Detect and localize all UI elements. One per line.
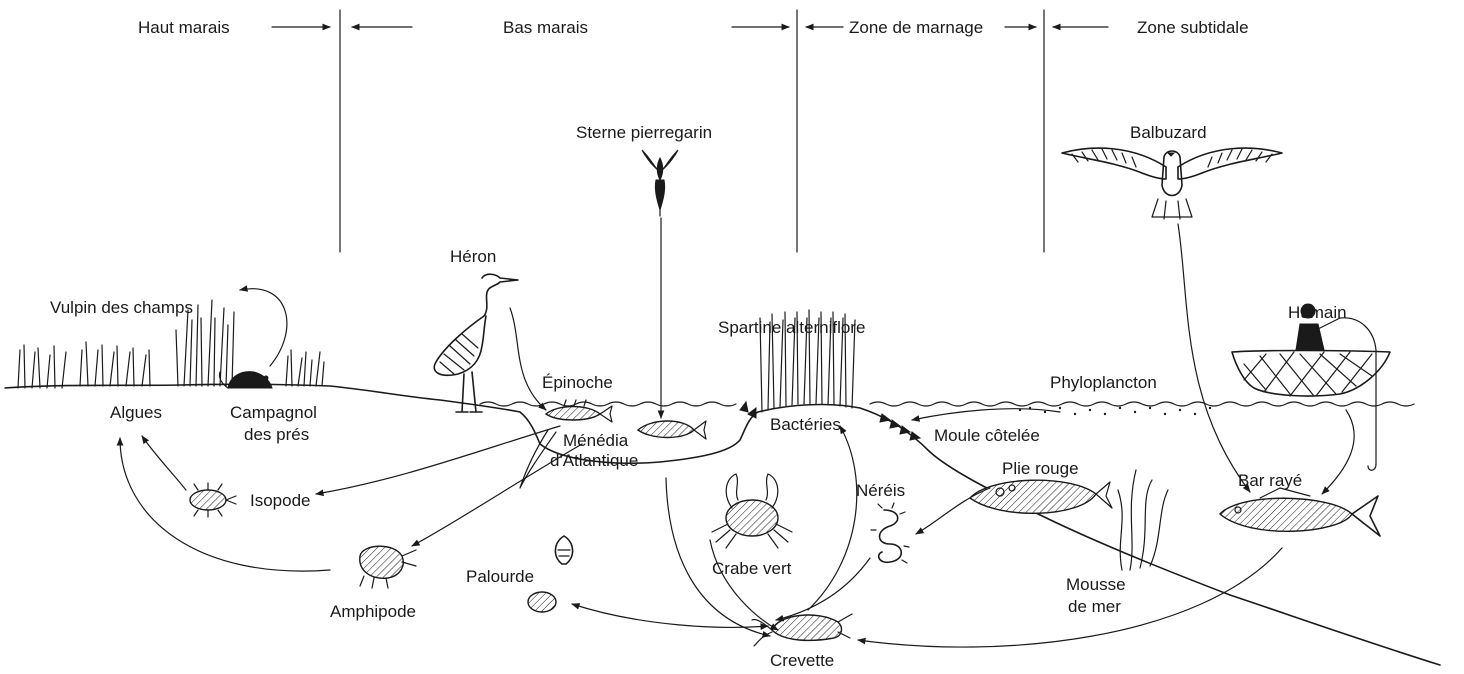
arrow-crabe-to-crevette [710,540,778,630]
label-campagnol-2: des prés [244,425,309,444]
amphipod-icon [360,546,416,588]
fish-icon-menedia [638,421,706,439]
zone-label-subtidale: Zone subtidale [1137,18,1249,37]
label-plie: Plie rouge [1002,459,1079,478]
clam-icon [528,536,573,612]
arrow-epinoche-to-isopode [316,426,560,494]
label-amphipode: Amphipode [330,602,416,621]
label-moule: Moule côtelée [934,426,1040,445]
label-mousse-1: Mousse [1066,575,1126,594]
label-bacteries: Bactéries [770,415,841,434]
label-vulpin: Vulpin des champs [50,298,193,317]
heron-icon [434,274,518,412]
label-phyloplancton: Phyloplancton [1050,373,1157,392]
organism-labels: Sterne pierregarin Balbuzard Héron Vulpi… [50,123,1347,670]
arrow-isopod-to-algues [142,436,186,490]
zone-label-bas-marais: Bas marais [503,18,588,37]
fish-icon-bar [1220,488,1380,536]
worm-icon [871,503,909,563]
water-surface [480,402,1414,406]
label-epinoche: Épinoche [542,373,613,392]
seaweed-icon [1118,470,1168,570]
boat-fisher-icon [1232,304,1390,470]
label-nereis: Néréis [856,481,905,500]
arrow-humain-to-bar [1322,410,1354,494]
arrow-crevette-to-bacteries [808,426,857,610]
osprey-icon [1062,148,1282,219]
terrain [5,384,1440,665]
arrow-palourde-crevette [572,604,768,627]
plankton-dots [1019,407,1211,415]
isopod-icon [190,483,236,517]
mud-bank [758,405,1440,665]
vole-icon [219,372,272,388]
shrimp-icon [752,614,852,646]
label-humain: Humain [1288,303,1347,322]
label-crevette: Crevette [770,651,834,670]
zone-label-haut-marais: Haut marais [138,18,230,37]
arrow-phyloplancton-to-moule [912,409,1060,420]
label-balbuzard: Balbuzard [1130,123,1207,142]
label-menedia-2: d'Atlantique [550,451,638,470]
tern-icon [642,150,678,216]
label-heron: Héron [450,247,496,266]
arrow-balbuzard-to-bar [1178,224,1250,492]
arrow-vole-to-vulpin [240,289,287,366]
label-isopode: Isopode [250,491,311,510]
label-campagnol-1: Campagnol [230,403,317,422]
label-palourde: Palourde [466,567,534,586]
label-bar: Bar rayé [1238,471,1302,490]
crab-icon [712,474,792,548]
fish-icon-plie [970,480,1112,513]
label-crabe: Crabe vert [712,559,792,578]
arrow-heron-to-epinoche [510,308,546,410]
label-spartine: Spartine alterniflore [718,318,865,337]
label-mousse-2: de mer [1068,597,1121,616]
zone-label-marnage: Zone de marnage [849,18,983,37]
label-algues: Algues [110,403,162,422]
label-sterne: Sterne pierregarin [576,123,712,142]
label-menedia-1: Ménédia [563,431,629,450]
